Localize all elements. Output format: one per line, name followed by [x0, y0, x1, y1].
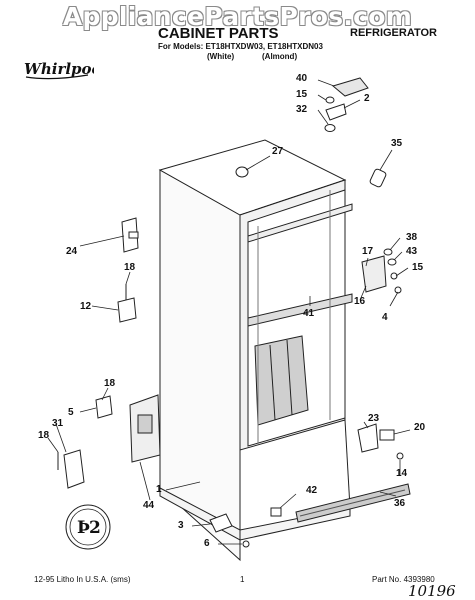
- washer-38: [384, 249, 392, 255]
- handwritten-note: 10196: [408, 582, 456, 600]
- roller-42: [271, 508, 281, 516]
- leader-18: [126, 272, 130, 284]
- callout-1: 1: [156, 484, 162, 495]
- leader-27: [246, 156, 270, 170]
- handle-plug-35: [369, 168, 387, 188]
- callout-15-mid: 15: [412, 262, 424, 273]
- leader-4: [390, 292, 398, 306]
- leader-23: [364, 422, 368, 428]
- leader-35: [380, 150, 392, 170]
- hinge-2: [326, 104, 346, 120]
- callout-42: 42: [306, 485, 318, 496]
- whirlpool-logo: Whirlpool: [24, 60, 94, 80]
- plug-27: [236, 167, 248, 177]
- callout-6: 6: [204, 538, 210, 549]
- screw-6: [243, 541, 249, 547]
- bushing-43: [388, 259, 396, 265]
- screw-14: [397, 453, 403, 459]
- callout-18: 18: [124, 262, 136, 273]
- callout-23: 23: [368, 413, 380, 424]
- callout-5: 5: [68, 407, 74, 418]
- leader-38: [390, 238, 400, 250]
- page-number: 1: [240, 575, 245, 584]
- callout-14: 14: [396, 468, 408, 479]
- callout-40: 40: [296, 73, 308, 84]
- compressor-shelf: [255, 336, 308, 425]
- callout-18-c: 18: [38, 430, 50, 441]
- leader-40: [318, 80, 334, 86]
- cover-31: [64, 450, 84, 488]
- callout-41: 41: [303, 308, 315, 319]
- print-info: 12-95 Litho In U.S.A. (sms): [34, 575, 131, 584]
- leader-36: [380, 492, 396, 496]
- hinge-center-17: [362, 256, 386, 292]
- leader-42: [280, 494, 296, 508]
- callout-32: 32: [296, 104, 308, 115]
- leader-32: [318, 110, 328, 124]
- leader-1: [166, 482, 200, 490]
- callout-3: 3: [178, 520, 184, 531]
- callout-2: 2: [364, 93, 370, 104]
- hinge-pin-24: [129, 232, 138, 238]
- part-number: Part No. 4393980: [372, 575, 435, 584]
- site-watermark: AppliancePartsPros.com: [62, 2, 413, 31]
- callout-20: 20: [414, 422, 426, 433]
- certification-seal: Þ 2: [66, 505, 110, 549]
- variant-almond: (Almond): [262, 52, 298, 61]
- screw-15-top: [326, 97, 334, 103]
- callout-31: 31: [52, 418, 64, 429]
- leader-5: [80, 408, 96, 412]
- hinge-cover-40: [333, 78, 368, 96]
- appliance-category: REFRIGERATOR: [350, 27, 437, 39]
- leader-20: [394, 430, 410, 434]
- divider-rail: [248, 294, 352, 326]
- callout-4: 4: [382, 312, 388, 323]
- callout-27: 27: [272, 146, 284, 157]
- panel-window: [138, 415, 152, 433]
- callout-18-b: 18: [104, 378, 116, 389]
- callout-24: 24: [66, 246, 78, 257]
- svg-text:Þ: Þ: [77, 518, 90, 538]
- top-rail: [248, 204, 352, 242]
- callout-35: 35: [391, 138, 403, 149]
- model-numbers: For Models: ET18HTXDW03, ET18HTXDN03: [158, 42, 323, 51]
- bracket-5: [96, 396, 112, 418]
- callout-12: 12: [80, 301, 92, 312]
- callout-36: 36: [394, 498, 406, 509]
- leader-2: [344, 100, 360, 108]
- leveler-3: [210, 514, 232, 532]
- callout-44: 44: [143, 500, 155, 511]
- callout-15: 15: [296, 89, 308, 100]
- leader-16: [360, 286, 366, 300]
- leader-12: [92, 306, 118, 310]
- callout-43: 43: [406, 246, 418, 257]
- variant-white: (White): [207, 52, 235, 61]
- screw-4: [395, 287, 401, 293]
- leader-15: [318, 95, 326, 100]
- leader-31: [56, 424, 66, 452]
- leader-18c: [48, 438, 58, 452]
- leader-44: [140, 462, 150, 500]
- leader-18b: [102, 388, 108, 400]
- bracket-12: [118, 298, 136, 322]
- callout-16: 16: [354, 296, 366, 307]
- leader-43: [394, 252, 402, 260]
- bushing-32: [325, 125, 335, 132]
- svg-text:Whirlpool: Whirlpool: [24, 60, 94, 78]
- leader-24: [80, 236, 124, 246]
- leader-15b: [396, 268, 408, 276]
- page-title: CABINET PARTS: [158, 25, 279, 42]
- bracket-20: [380, 430, 394, 440]
- leader-3: [192, 524, 210, 526]
- leader-17: [366, 258, 368, 266]
- hinge-23: [358, 424, 378, 452]
- screw-15-mid: [391, 273, 397, 279]
- callout-38: 38: [406, 232, 418, 243]
- svg-text:2: 2: [89, 518, 101, 538]
- callout-17: 17: [362, 246, 374, 257]
